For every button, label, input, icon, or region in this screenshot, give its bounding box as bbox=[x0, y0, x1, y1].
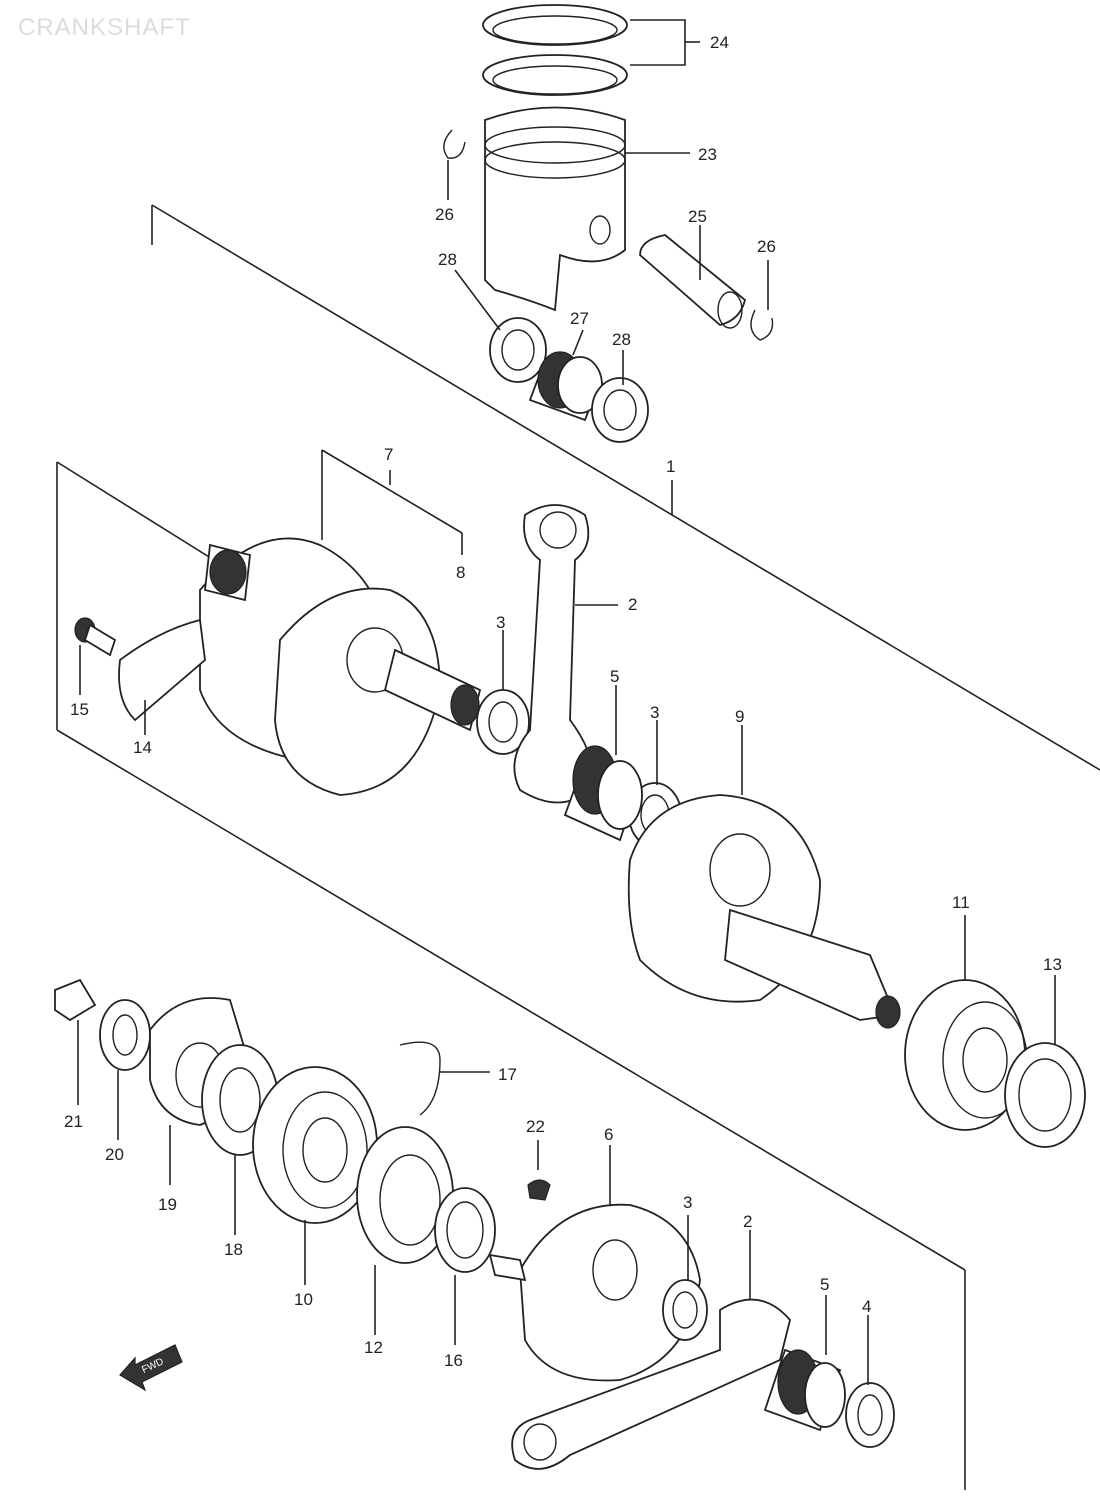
diagram-title-watermark: CRANKSHAFT bbox=[18, 14, 191, 41]
callout-label: 23 bbox=[698, 145, 717, 164]
callout-label: 11 bbox=[952, 893, 970, 912]
thrust-washer-upper bbox=[476, 630, 530, 755]
callout-label: 3 bbox=[496, 613, 505, 632]
callout-label: 22 bbox=[526, 1117, 545, 1136]
big-end-bearing bbox=[563, 685, 643, 842]
piston-pin bbox=[639, 225, 747, 329]
woodruff-key bbox=[527, 1140, 551, 1201]
callout-label: 2 bbox=[743, 1212, 752, 1231]
callout-label: 10 bbox=[294, 1290, 313, 1309]
callout-label: 21 bbox=[64, 1112, 83, 1131]
callout-label: 12 bbox=[364, 1338, 383, 1357]
callout-label: 26 bbox=[757, 237, 776, 256]
callout-label: 4 bbox=[862, 1297, 871, 1316]
counter-weight-arm bbox=[118, 618, 206, 735]
callout-label: 14 bbox=[133, 738, 152, 757]
left-crank-half bbox=[199, 537, 441, 796]
oil-seal-right bbox=[1004, 975, 1086, 1148]
callout-label: 2 bbox=[628, 595, 637, 614]
thrust-washer-lower-assembly bbox=[662, 1215, 708, 1341]
circlip-17 bbox=[399, 1041, 490, 1116]
callout-label: 6 bbox=[604, 1125, 613, 1144]
callout-label: 16 bbox=[444, 1351, 463, 1370]
washer-lower bbox=[99, 999, 151, 1140]
connecting-rod-lower bbox=[511, 1230, 791, 1470]
callout-label: 5 bbox=[820, 1275, 829, 1294]
callout-label: 3 bbox=[650, 703, 659, 722]
forward-arrow-icon: FWD bbox=[119, 1344, 183, 1392]
callout-label: 24 bbox=[710, 33, 729, 52]
piston-rings bbox=[482, 4, 700, 96]
nut bbox=[54, 978, 97, 1105]
callout-label: 19 bbox=[158, 1195, 177, 1214]
left-crank-half-lower bbox=[488, 1145, 701, 1382]
callout-label: 17 bbox=[498, 1065, 517, 1084]
callout-label: 1 bbox=[666, 457, 675, 476]
callout-labels: 24 23 26 25 26 28 27 28 1 7 8 2 3 5 3 9 … bbox=[64, 33, 1062, 1370]
piston bbox=[484, 106, 690, 312]
callout-label: 8 bbox=[456, 563, 465, 582]
callout-label: 9 bbox=[735, 707, 744, 726]
callout-label: 15 bbox=[70, 700, 89, 719]
callout-label: 3 bbox=[683, 1193, 692, 1212]
big-end-bearing-lower bbox=[763, 1295, 846, 1432]
callout-label: 18 bbox=[224, 1240, 243, 1259]
bolt bbox=[74, 617, 117, 695]
callout-label: 25 bbox=[688, 207, 707, 226]
callout-label: 13 bbox=[1043, 955, 1062, 974]
small-end-bearing bbox=[454, 269, 649, 443]
callout-label: 28 bbox=[612, 330, 631, 349]
callout-label: 27 bbox=[570, 309, 589, 328]
callout-label: 28 bbox=[438, 250, 457, 269]
assembly-bracket-lines bbox=[56, 204, 1100, 1490]
callout-label: 26 bbox=[435, 205, 454, 224]
circlips bbox=[443, 129, 774, 341]
crank-pin bbox=[383, 648, 482, 732]
right-crank-half bbox=[627, 725, 901, 1029]
callout-label: 7 bbox=[384, 445, 393, 464]
callout-label: 20 bbox=[105, 1145, 124, 1164]
spacer-ring bbox=[434, 1187, 496, 1345]
thrust-washer-end bbox=[845, 1315, 895, 1448]
callout-label: 5 bbox=[610, 667, 619, 686]
oil-seal-left bbox=[356, 1126, 454, 1335]
